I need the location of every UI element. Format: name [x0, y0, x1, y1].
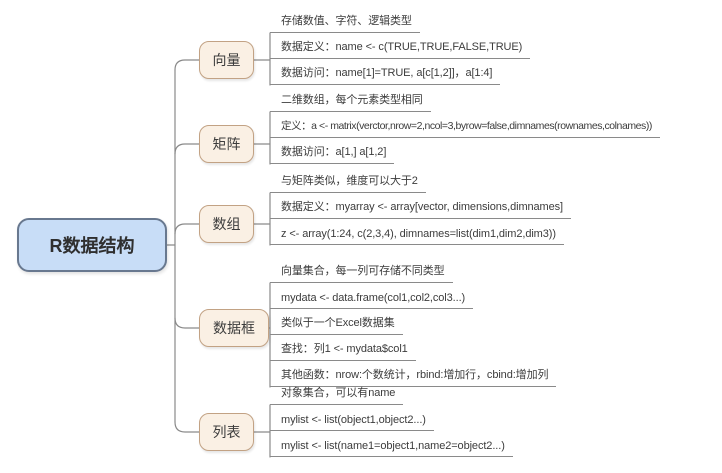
branch-node-list[interactable]: 列表	[199, 413, 254, 451]
root-topic-label: R数据结构	[49, 236, 135, 256]
leaf-topic[interactable]: 查找：列1 <- mydata$col1	[270, 335, 416, 361]
elbow-matrix	[174, 143, 200, 155]
leaf-topic[interactable]: 其他函数：nrow:个数统计，rbind:增加行，cbind:增加列	[270, 361, 557, 387]
branch-node-array[interactable]: 数组	[199, 205, 254, 243]
elbow-list	[174, 421, 200, 433]
elbow-dataframe	[174, 317, 200, 329]
children-group-dataframe: 向量集合，每一列可存储不同类型 mydata <- data.frame(col…	[270, 257, 557, 387]
branch-label: 向量	[212, 52, 241, 68]
leaf-topic[interactable]: mydata <- data.frame(col1,col2,col3...)	[270, 283, 474, 309]
leaf-topic[interactable]: mylist <- list(object1,object2...)	[270, 405, 434, 431]
branch-node-dataframe[interactable]: 数据框	[199, 309, 269, 347]
leaf-topic[interactable]: 存储数值、字符、逻辑类型	[270, 7, 420, 33]
leaf-topic[interactable]: 与矩阵类似，维度可以大于2	[270, 167, 426, 193]
branch-label: 列表	[212, 424, 241, 440]
leaf-topic[interactable]: 数据访问：a[1,] a[1,2]	[270, 138, 395, 164]
children-group-vector: 存储数值、字符、逻辑类型 数据定义：name <- c(TRUE,TRUE,FA…	[270, 7, 531, 85]
children-group-list: 对象集合，可以有name mylist <- list(object1,obje…	[270, 379, 513, 457]
leaf-topic[interactable]: 数据定义：name <- c(TRUE,TRUE,FALSE,TRUE)	[270, 33, 531, 59]
root-topic[interactable]: R数据结构	[17, 218, 167, 272]
branch-node-vector[interactable]: 向量	[199, 41, 254, 79]
leaf-topic[interactable]: 对象集合，可以有name	[270, 379, 404, 405]
leaf-topic[interactable]: 定义：a <- matrix(verctor,nrow=2,ncol=3,byr…	[270, 112, 660, 138]
branch-label: 数据框	[213, 320, 255, 336]
leaf-topic[interactable]: 数据访问：name[1]=TRUE, a[c[1,2]]，a[1:4]	[270, 59, 501, 85]
children-group-array: 与矩阵类似，维度可以大于2 数据定义：myarray <- array[vect…	[270, 167, 571, 245]
elbow-array	[174, 223, 200, 235]
leaf-topic[interactable]: 数据定义：myarray <- array[vector, dimensions…	[270, 193, 571, 219]
leaf-topic[interactable]: z <- array(1:24, c(2,3,4), dimnames=list…	[270, 219, 564, 245]
branch-node-matrix[interactable]: 矩阵	[199, 125, 254, 163]
leaf-topic[interactable]: 类似于一个Excel数据集	[270, 309, 403, 335]
elbow-vector	[174, 59, 200, 71]
children-group-matrix: 二维数组，每个元素类型相同 定义：a <- matrix(verctor,nro…	[270, 86, 660, 164]
leaf-topic[interactable]: 向量集合，每一列可存储不同类型	[270, 257, 453, 283]
leaf-topic[interactable]: mylist <- list(name1=object1,name2=objec…	[270, 431, 513, 457]
leaf-topic[interactable]: 二维数组，每个元素类型相同	[270, 86, 431, 112]
branch-label: 矩阵	[212, 136, 241, 152]
branch-label: 数组	[212, 216, 241, 232]
